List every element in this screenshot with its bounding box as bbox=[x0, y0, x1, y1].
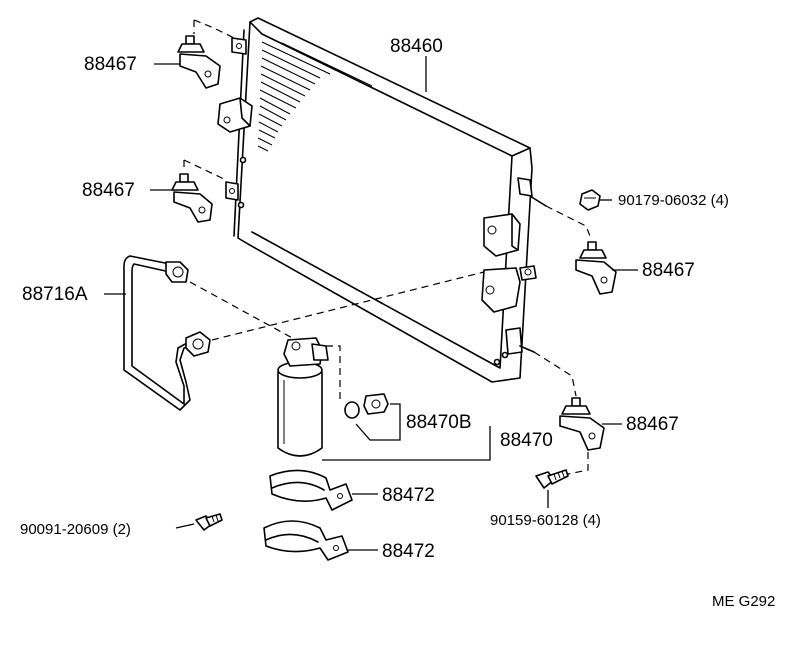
label-cushion-right-lower: 88467 bbox=[626, 414, 679, 435]
condenser-right-bracket-upper bbox=[517, 177, 547, 207]
label-nut: 90179-06032 (4) bbox=[618, 192, 729, 209]
label-bolt-left: 90091-20609 (2) bbox=[20, 521, 131, 538]
label-bracket-lower: 88472 bbox=[382, 541, 435, 562]
condenser-left-bracket-mid bbox=[217, 97, 253, 133]
bolt-left bbox=[195, 513, 223, 531]
label-tube: 88716A bbox=[22, 284, 88, 305]
leader-receiver-assembly bbox=[322, 426, 491, 461]
o-ring bbox=[344, 401, 360, 419]
receiver-tank bbox=[277, 337, 329, 457]
condenser-left-bracket-lower bbox=[225, 181, 239, 201]
discharge-tube bbox=[123, 255, 211, 411]
receiver-bracket-lower bbox=[263, 520, 349, 561]
label-receiver-assembly: 88470 bbox=[500, 430, 553, 451]
cushion-right-upper bbox=[575, 241, 617, 295]
dash-top-left bbox=[193, 19, 239, 41]
leader-receiver-parts bbox=[355, 403, 401, 441]
dash-nut bbox=[545, 205, 591, 237]
label-cushion-right-upper: 88467 bbox=[642, 260, 695, 281]
cushion-right-lower bbox=[559, 397, 605, 451]
receiver-bracket-upper bbox=[269, 469, 353, 511]
label-bracket-upper: 88472 bbox=[382, 485, 435, 506]
condenser-inlet-fitting bbox=[483, 213, 521, 257]
label-condenser: 88460 bbox=[390, 36, 443, 57]
condenser-left-bracket-upper bbox=[231, 37, 247, 55]
label-receiver-parts: 88470B bbox=[406, 412, 472, 433]
label-bolt-right: 90159-60128 (4) bbox=[490, 512, 601, 529]
label-cushion-top-left: 88467 bbox=[84, 54, 137, 75]
cushion-mid-left bbox=[171, 173, 213, 223]
label-cushion-mid-left: 88467 bbox=[82, 180, 135, 201]
receiver-fitting bbox=[363, 393, 389, 415]
condenser-outlet-fitting bbox=[481, 265, 537, 313]
nut bbox=[579, 189, 601, 211]
dash-receiver bbox=[326, 345, 341, 402]
cushion-top-left bbox=[177, 35, 221, 89]
dash-right-lower bbox=[533, 351, 577, 397]
figure-code: ME G292 bbox=[712, 593, 775, 610]
condenser-core bbox=[233, 17, 533, 383]
condenser-right-bracket-lower bbox=[505, 327, 535, 355]
dash-tube-upper bbox=[189, 281, 297, 341]
dash-tube-lower bbox=[211, 271, 485, 341]
bolt-right bbox=[535, 469, 569, 489]
